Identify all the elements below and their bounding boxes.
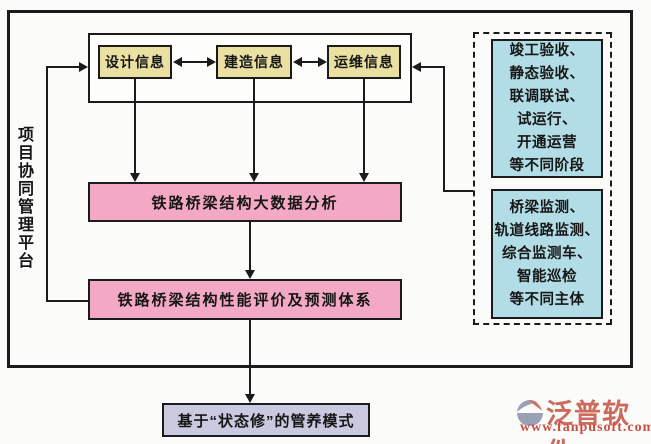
construction-info-box: 建造信息 <box>216 45 292 79</box>
panel-connector-bottom <box>443 190 473 192</box>
arrow-left-icon <box>293 57 302 67</box>
platform-frame <box>7 10 633 368</box>
arrow-construction-operation <box>301 61 319 63</box>
platform-label: 项目协同管理平台 <box>15 126 32 270</box>
feedback-connector-vertical <box>46 66 48 302</box>
arrow-right-icon <box>207 57 216 67</box>
panel-connector-vertical <box>443 66 445 192</box>
arrow-design-construction <box>181 61 208 63</box>
arrow-construction-to-analysis <box>253 79 255 175</box>
feedback-connector-top <box>47 66 79 68</box>
subjects-box: 桥梁监测、 轨道线路监测、 综合监测车、 智能巡检 等不同主体 <box>491 189 603 319</box>
maintenance-box: 基于“状态修”的管养模式 <box>162 403 370 437</box>
arrow-evaluation-to-maintenance <box>249 320 251 396</box>
evaluation-box: 铁路桥梁结构性能评价及预测体系 <box>88 279 402 320</box>
arrow-design-to-analysis <box>134 79 136 175</box>
arrow-analysis-to-evaluation <box>249 222 251 272</box>
feedback-arrowhead-icon <box>79 62 88 72</box>
arrow-left-icon <box>173 57 182 67</box>
panel-connector-top <box>420 66 445 68</box>
brand-name: 泛普软件 <box>546 399 630 444</box>
panel-arrowhead-icon <box>412 62 421 72</box>
arrow-right-icon <box>318 57 327 67</box>
brand-logo-icon <box>516 400 544 426</box>
arrow-operation-to-analysis <box>363 79 365 175</box>
arrowhead-down-icon <box>245 270 255 279</box>
feedback-connector-bottom <box>47 300 88 302</box>
analysis-box: 铁路桥梁结构大数据分析 <box>88 182 402 222</box>
arrowhead-down-icon <box>130 173 140 182</box>
arrowhead-down-icon <box>359 173 369 182</box>
operation-info-box: 运维信息 <box>327 45 401 79</box>
arrowhead-down-icon <box>249 173 259 182</box>
stages-box: 竣工验收、 静态验收、 联调联试、 试运行、 开通运营 等不同阶段 <box>491 39 603 178</box>
side-panel-frame <box>473 32 612 325</box>
arrowhead-down-icon <box>245 394 255 403</box>
brand-url: www.fanpusoft.com <box>520 420 651 435</box>
design-info-box: 设计信息 <box>98 45 172 79</box>
